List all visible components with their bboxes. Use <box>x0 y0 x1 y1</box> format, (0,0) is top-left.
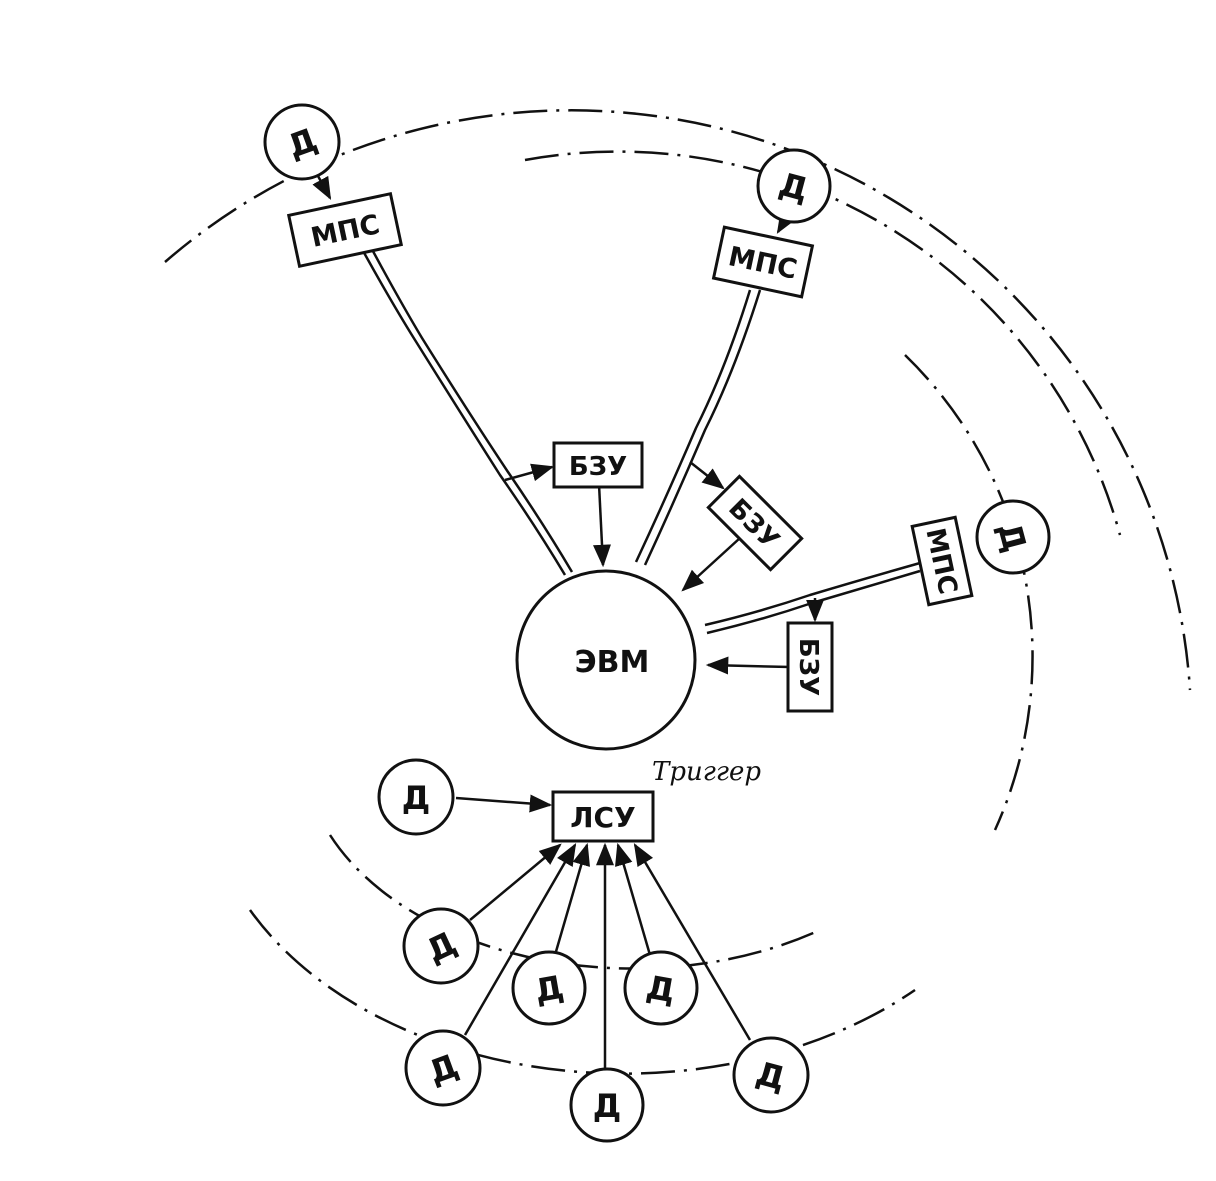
detector-label-9: Д <box>593 1087 622 1125</box>
detector-6: Д <box>511 950 587 1026</box>
lower-outer-ring <box>248 909 916 1075</box>
arrow-bzu2-evm <box>681 537 741 592</box>
cable-east <box>704 561 921 627</box>
bzu-label-3: БЗУ <box>793 638 823 696</box>
lsu-label: ЛСУ <box>570 801 635 834</box>
arrow-d2-lsu <box>463 843 577 1036</box>
evm-node: ЭВМ <box>515 569 697 751</box>
second-ring <box>524 150 1122 536</box>
third-ring <box>904 354 1034 831</box>
evm-label: ЭВМ <box>575 645 650 680</box>
outer-ring <box>164 109 1192 691</box>
cable-right <box>643 289 762 566</box>
detector-9: Д <box>569 1067 645 1143</box>
cable-right-b <box>634 289 752 563</box>
arrow-det1-mps1 <box>312 175 332 200</box>
bzu-node-3: БЗУ <box>786 621 834 713</box>
detector-label-7: Д <box>643 968 678 1010</box>
arrow-cable-bzu2 <box>689 461 725 490</box>
arrow-d5-lsu <box>615 842 652 956</box>
arrow-d3-lsu <box>553 842 590 956</box>
trigger-label: Триггер <box>652 757 761 787</box>
detector-8: Д <box>404 1029 482 1107</box>
mps-node-1: МПС <box>286 191 404 269</box>
detector-4: Д <box>377 758 455 836</box>
detector-7: Д <box>623 950 699 1026</box>
detector-label-4: Д <box>402 779 431 817</box>
arrow-bzu3-evm <box>705 656 791 675</box>
bzu-node-1: БЗУ <box>552 441 644 489</box>
detector-5: Д <box>402 907 480 985</box>
detector-3: Д <box>975 499 1051 575</box>
detector-1: Д <box>263 103 341 181</box>
arrow-bzu1-evm <box>593 483 611 568</box>
mps-node-2: МПС <box>711 225 815 299</box>
arrow-d6-lsu <box>633 843 752 1041</box>
lsu-node: ЛСУ <box>551 790 655 843</box>
bzu-label-1: БЗУ <box>569 452 627 482</box>
arrow-det-lsu <box>455 794 553 813</box>
cable-left <box>355 239 567 576</box>
arrow-d1-lsu <box>469 843 562 921</box>
detector-10: Д <box>732 1036 810 1114</box>
detector-label-6: Д <box>532 968 567 1010</box>
arrow-cable-bzu1 <box>504 463 555 482</box>
mps-node-3: МПС <box>910 515 974 607</box>
cable-left-b <box>365 239 574 573</box>
detector-2: Д <box>756 148 832 224</box>
